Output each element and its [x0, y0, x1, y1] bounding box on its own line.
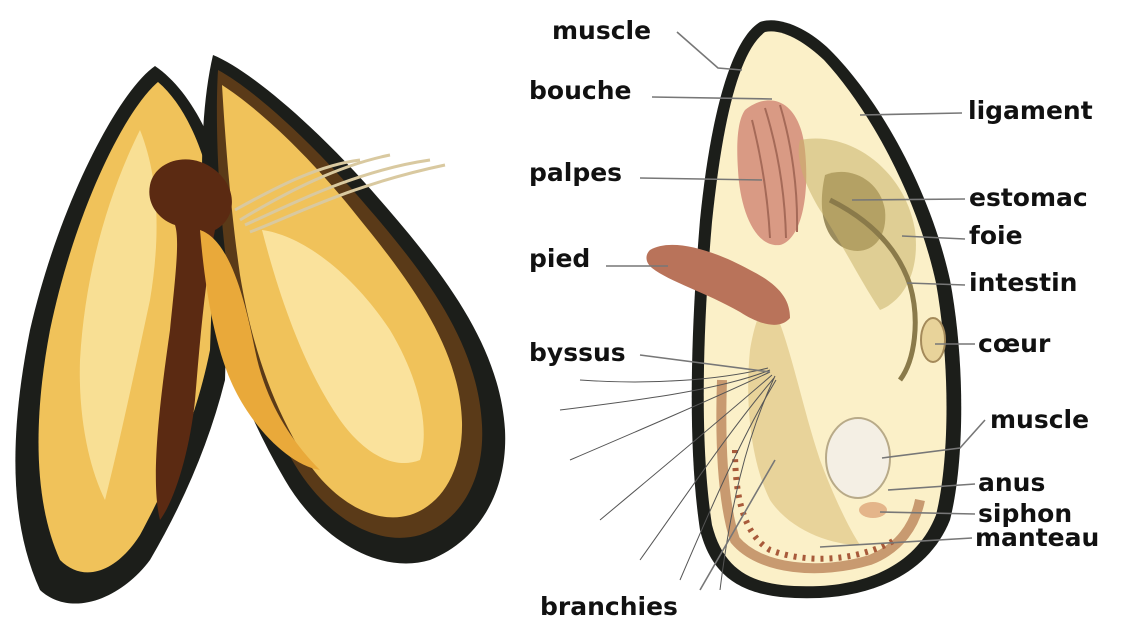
label-anus: anus [978, 468, 1045, 497]
label-manteau: manteau [975, 523, 1099, 552]
mussel-diagram: muscle bouche palpes pied byssus branchi… [529, 16, 1099, 621]
diagram-heart [921, 318, 945, 362]
label-byssus: byssus [529, 338, 626, 367]
label-pied: pied [529, 244, 590, 273]
label-estomac: estomac [969, 183, 1088, 212]
label-palpes: palpes [529, 158, 622, 187]
label-coeur: cœur [978, 329, 1051, 358]
label-muscle-top: muscle [552, 16, 651, 45]
label-ligament: ligament [968, 96, 1093, 125]
label-bouche: bouche [529, 76, 631, 105]
leader-estomac [852, 199, 965, 200]
label-muscle-bottom: muscle [990, 405, 1089, 434]
diagram-muscle [826, 418, 890, 498]
label-intestin: intestin [969, 268, 1077, 297]
label-foie: foie [969, 221, 1023, 250]
mussel-photo [15, 55, 505, 604]
label-branchies: branchies [540, 592, 678, 621]
diagram-siphon [859, 502, 887, 518]
